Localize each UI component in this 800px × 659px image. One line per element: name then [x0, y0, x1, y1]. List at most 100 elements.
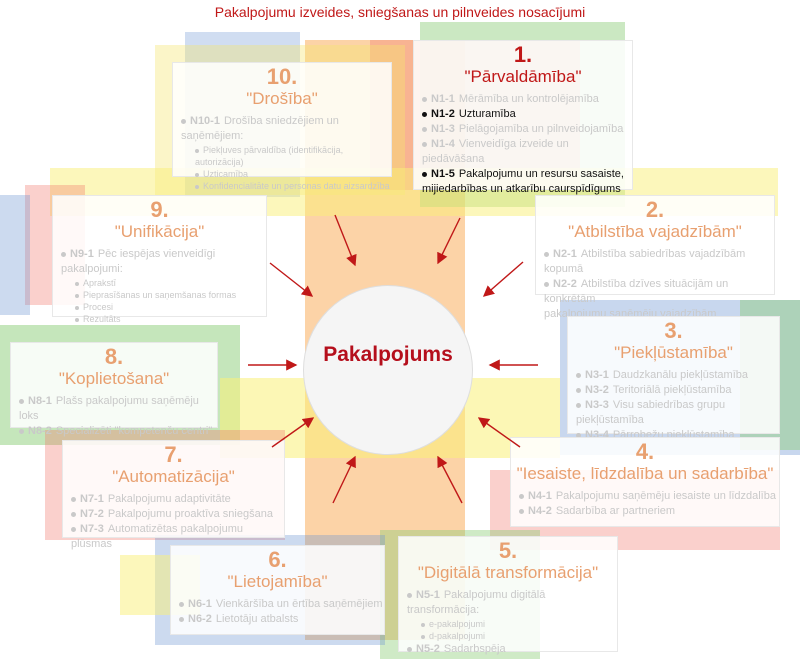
arrow-from-5	[437, 455, 463, 504]
arrow-from-10	[334, 214, 357, 267]
bullet-icon	[407, 646, 412, 652]
bullet-icon	[422, 171, 427, 177]
panel-title: "Atbilstība vajadzībām"	[568, 222, 742, 241]
bullet-icon	[195, 172, 199, 177]
bullet-icon	[576, 432, 581, 438]
panel-title: "Iesaiste, līdzdalība un sadarbība"	[516, 464, 774, 483]
panel-title: "Koplietošana"	[58, 369, 170, 388]
bullet-icon	[179, 601, 184, 607]
bullet-icon	[576, 402, 581, 408]
panel-title: "Drošība"	[246, 89, 318, 108]
bullet-icon	[181, 118, 186, 124]
bullet-icon	[75, 293, 79, 298]
panel-number: 10.	[266, 64, 298, 89]
panel-title: "Piekļūstamība"	[614, 343, 733, 362]
panel-number: 5.	[498, 538, 518, 563]
bullet-icon	[422, 96, 427, 102]
sub-list-item: Uzticamība	[173, 168, 391, 180]
panel-title: "Lietojamība"	[227, 572, 328, 591]
bullet-icon	[19, 428, 24, 434]
panel-number: 6.	[268, 547, 287, 572]
bullet-icon	[61, 251, 66, 257]
panel-number: 7.	[164, 442, 183, 467]
panel-title: "Unifikācija"	[114, 222, 205, 241]
sub-list-item: e-pakalpojumi	[399, 618, 617, 630]
bullet-icon	[75, 317, 79, 322]
sub-list-item: Rezultāts	[53, 313, 266, 325]
bullet-icon	[407, 592, 412, 598]
bullet-icon	[71, 496, 76, 502]
panel-title: "Automatizācija"	[112, 467, 235, 486]
arrow-from-4	[477, 417, 521, 448]
bullet-icon	[422, 141, 427, 147]
bullet-icon	[195, 148, 199, 153]
page-title: Pakalpojumu izveides, sniegšanas un piln…	[214, 4, 586, 20]
bullet-icon	[519, 493, 524, 499]
sub-list-item: Piekļuves pārvaldība (identifikācija, au…	[195, 145, 344, 167]
bullet-icon	[19, 398, 24, 404]
bullet-icon	[179, 616, 184, 622]
bullet-icon	[422, 111, 427, 117]
bullet-icon	[544, 281, 549, 287]
bullet-icon	[519, 508, 524, 514]
sub-list-item: Pieprasīšanas un saņemšanas formas	[53, 289, 266, 301]
arrow-from-2	[482, 261, 524, 297]
sub-list-item: d-pakalpojumi	[399, 630, 617, 642]
arrow-from-9	[269, 262, 314, 297]
bullet-icon	[421, 622, 425, 627]
bullet-icon	[421, 634, 425, 639]
bullet-icon	[576, 387, 581, 393]
arrow-from-1	[437, 217, 461, 265]
sub-list-item: Procesi	[53, 301, 266, 313]
bullet-icon	[576, 372, 581, 378]
arrow-from-6	[332, 455, 356, 504]
panel-number: 4.	[635, 439, 655, 464]
panel-number: 9.	[150, 197, 169, 222]
sub-list-item: Konfidencialitāte un personas datu aizsa…	[173, 180, 391, 192]
center-circle	[303, 285, 473, 455]
panel-number: 8.	[104, 344, 124, 369]
panel-title: "Digitālā transformācija"	[417, 563, 599, 582]
bullet-icon	[71, 526, 76, 532]
panel-title: "Pārvaldāmība"	[464, 67, 582, 86]
bullet-icon	[544, 251, 549, 257]
arrow-from-7	[271, 417, 315, 448]
bullet-icon	[75, 305, 79, 310]
center-label: Pakalpojums	[323, 343, 453, 366]
sub-list-item: Aprakstī	[53, 277, 266, 289]
bullet-icon	[71, 511, 76, 517]
panel-number: 1.	[513, 42, 533, 67]
panel-number: 2.	[645, 197, 665, 222]
panel-iesaiste-lidzdaliba: 4. "Iesaiste, līdzdalība un sadarbība" N…	[510, 437, 780, 527]
